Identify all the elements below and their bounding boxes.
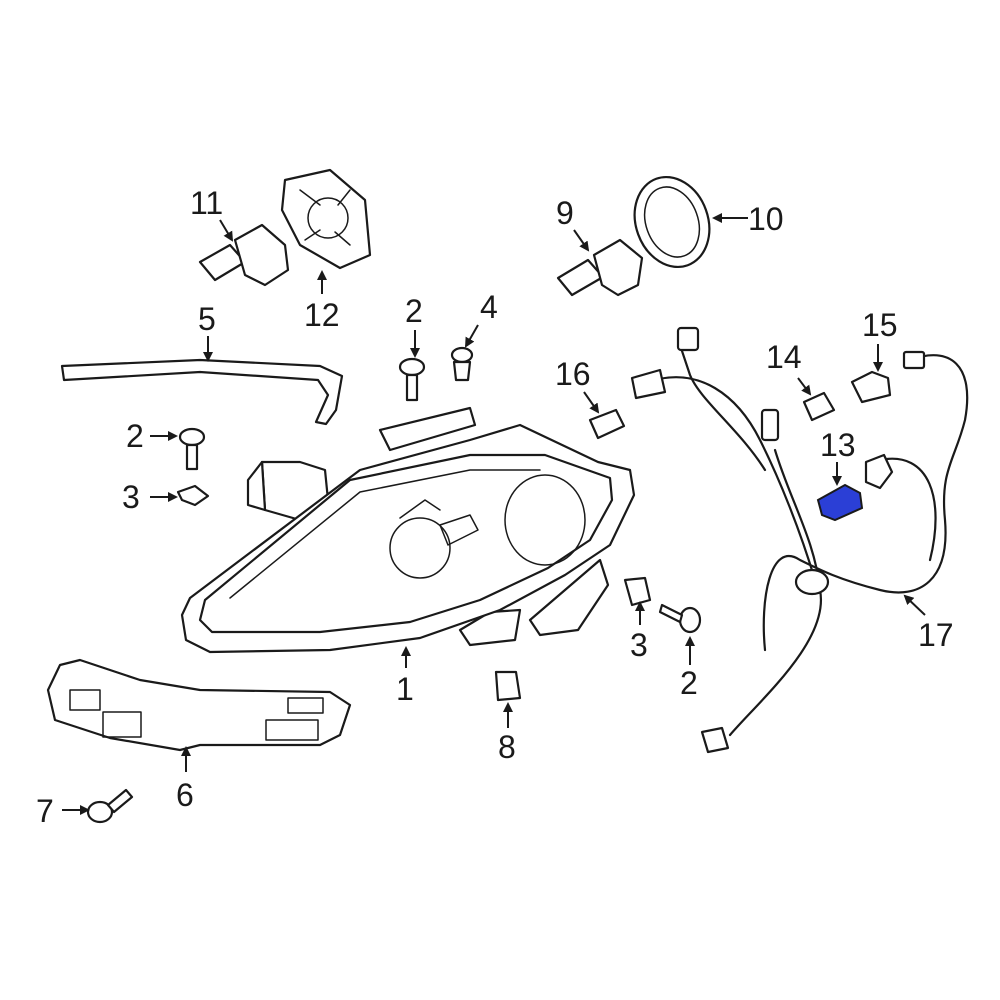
bulb-16 (588, 408, 626, 440)
screw-2-top (398, 357, 426, 402)
callout-17: 17 (918, 617, 954, 653)
callout-11: 11 (190, 185, 223, 221)
wiring-harness (630, 326, 969, 754)
callout-labels: 1 2 3 2 4 5 6 7 8 9 10 11 12 13 14 15 16… (36, 185, 954, 829)
bulb-9 (556, 238, 644, 297)
callout-13: 13 (820, 427, 856, 463)
callout-14: 14 (766, 339, 802, 375)
bulb-13-highlighted (816, 453, 894, 522)
callout-4: 4 (480, 289, 498, 325)
clip-3-left (176, 484, 210, 507)
callout-2-right: 2 (680, 665, 698, 701)
callout-2-left: 2 (126, 418, 144, 454)
cap-12 (280, 168, 372, 270)
callout-6: 6 (176, 777, 194, 813)
callout-10: 10 (748, 201, 784, 237)
callout-5: 5 (198, 301, 216, 337)
callout-16: 16 (555, 356, 591, 392)
lower-bracket (46, 658, 352, 752)
callout-8: 8 (498, 729, 516, 765)
screw-7 (86, 788, 134, 824)
clip-4 (450, 346, 474, 382)
trim-strip (60, 358, 344, 426)
callout-7: 7 (36, 793, 54, 829)
callout-12: 12 (304, 297, 340, 333)
callout-3-right: 3 (630, 627, 648, 663)
socket-15 (850, 370, 892, 404)
callout-3-left: 3 (122, 479, 140, 515)
clip-3-right (623, 576, 652, 607)
callout-15: 15 (862, 307, 898, 343)
callout-9: 9 (556, 195, 574, 231)
screw-2-right (658, 603, 702, 634)
callout-1: 1 (396, 671, 414, 707)
callout-2-top: 2 (405, 293, 423, 329)
bulb-11 (198, 223, 290, 287)
callout-leaders (62, 213, 926, 815)
headlamp-assembly (180, 406, 636, 654)
bulb-14 (802, 391, 836, 422)
screw-2-left (178, 427, 206, 471)
clip-8 (494, 670, 522, 702)
seal-10 (633, 175, 711, 269)
